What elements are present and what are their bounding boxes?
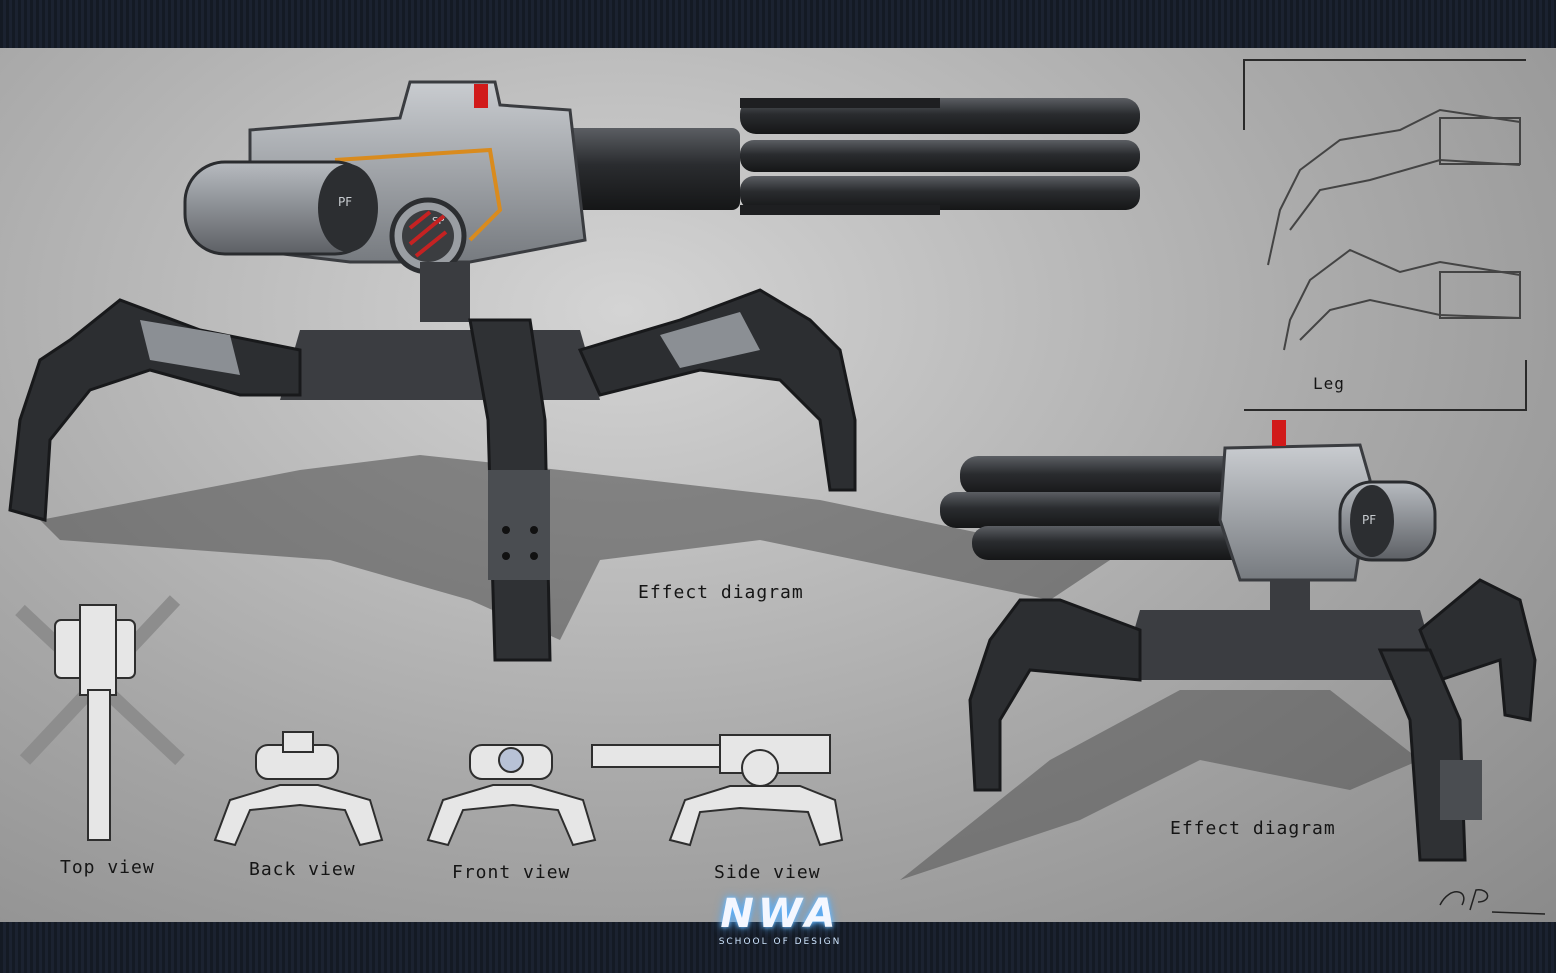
leg-frame-bottom [1244,360,1527,411]
secondary-leg-right [1418,578,1537,722]
secondary-barrel-low [972,526,1250,560]
top-view-drawing [15,595,185,841]
main-leg-right [577,288,857,492]
leg-sketch-lower-grip [1439,271,1521,319]
back-view-drawing [213,731,384,847]
main-turret-shadow [40,455,1110,640]
main-leg-front-foot [488,470,550,580]
logo-subtitle: SCHOOL OF DESIGN [718,937,842,947]
secondary-leg-hub [1120,610,1440,680]
leg-detail-panel [1243,59,1527,411]
secondary-pf-label: PF [1362,513,1376,527]
main-pf-label: PF [338,195,352,209]
main-leg-left-plate [140,320,240,375]
main-port-stripes [408,210,448,258]
main-barrel-mid [740,140,1140,172]
secondary-turret-shadow [900,690,1420,880]
logo-wordmark: NWA [720,891,840,937]
top-border-band [0,0,1556,48]
caption-front-view: Front view [452,862,571,883]
front-view-drawing [426,744,597,847]
main-neck [420,262,470,322]
main-leg-right-plate [660,312,760,368]
secondary-turret-body [1218,443,1372,582]
main-barrel-rail-low [740,205,940,215]
main-foot-bolt [530,552,538,560]
artist-signature-mark [1439,889,1546,915]
secondary-tank-cap [1350,485,1394,557]
caption-effect-diagram-main: Effect diagram [638,582,804,603]
secondary-leg-front-foot [1440,760,1482,820]
leg-sketch-lower [1283,248,1521,351]
leg-sketch-upper [1267,108,1521,266]
sensor-red-light-main [474,84,488,108]
secondary-barrel-top [960,456,1250,496]
caption-leg: Leg [1313,374,1345,393]
bottom-border-band [0,922,1556,973]
nwa-logo: NWA SCHOOL OF DESIGN [640,892,920,952]
sensor-red-light-secondary [1272,420,1286,446]
secondary-leg-left [968,598,1142,792]
main-barrel-rail [740,98,940,108]
leg-sketch-upper-grip [1439,117,1521,165]
main-tank-cap [318,164,378,252]
main-foot-bolt [502,526,510,534]
caption-back-view: Back view [249,859,356,880]
side-view-drawing [591,734,844,847]
main-turret-orange-trim [334,147,503,242]
main-barrel-housing [540,128,740,210]
leg-frame-top [1243,59,1526,130]
main-round-port-inner [402,210,454,262]
main-leg-hub [280,330,600,400]
secondary-barrel-mid [940,492,1250,528]
main-turret-illustration: PF SP [8,80,1140,662]
main-barrel-low [740,176,1140,210]
caption-effect-diagram-secondary: Effect diagram [1170,818,1336,839]
caption-top-view: Top view [60,857,155,878]
caption-side-view: Side view [714,862,821,883]
main-foot-bolt [502,552,510,560]
secondary-turret-illustration: PF [900,420,1537,880]
main-foot-bolt [530,526,538,534]
